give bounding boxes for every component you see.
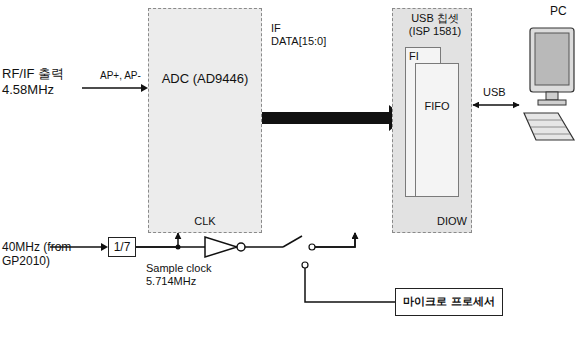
clock-source-label: 40MHz (from GP2010) xyxy=(2,240,98,269)
switch-contact xyxy=(309,244,315,250)
node-title: 1/7 xyxy=(114,240,131,254)
input-wire xyxy=(82,87,141,89)
divider-box: 1/7 xyxy=(108,237,136,257)
node-title: PC xyxy=(520,4,567,18)
input-label: RF/IF 출력 4.58MHz xyxy=(2,66,80,97)
arrow-head xyxy=(141,84,148,92)
inverter-bubble xyxy=(237,243,245,251)
node-title: FIFO xyxy=(416,64,458,113)
switch-lever xyxy=(283,236,302,247)
node-subtext: CLK xyxy=(194,215,215,228)
pc: PC xyxy=(520,4,577,24)
node-title: USB 칩셋 (ISP 1581) xyxy=(403,12,467,38)
inverter-symbol xyxy=(205,237,237,257)
fifo-box: FIFO xyxy=(415,63,459,197)
switch-contact xyxy=(302,262,308,268)
computer-icon xyxy=(524,28,574,140)
node-title: 마이크로 프로세서 xyxy=(403,295,494,308)
node-title: ADC (AD9446) xyxy=(162,9,249,87)
arrow-head xyxy=(101,243,108,251)
adc-box: ADC (AD9446) CLK xyxy=(148,8,262,233)
node-subtext: DIOW xyxy=(437,215,467,228)
signal-wire xyxy=(136,233,178,247)
signal-wire xyxy=(305,233,395,302)
signal-wire xyxy=(473,104,519,106)
data-bus-arrow xyxy=(262,105,405,131)
clock-label: Sample clock 5.714MHz xyxy=(146,262,226,288)
edge-label: USB xyxy=(482,86,507,99)
edge-label: IF DATA[15:0] xyxy=(270,22,332,48)
microprocessor-box: 마이크로 프로세서 xyxy=(395,288,503,316)
signal-wire xyxy=(136,233,355,247)
node-title: FI xyxy=(406,48,440,63)
pin-name: AP+, AP- xyxy=(100,70,146,82)
usb-chipset-box: USB 칩셋 (ISP 1581) DIOW FIFIFO xyxy=(392,8,472,233)
